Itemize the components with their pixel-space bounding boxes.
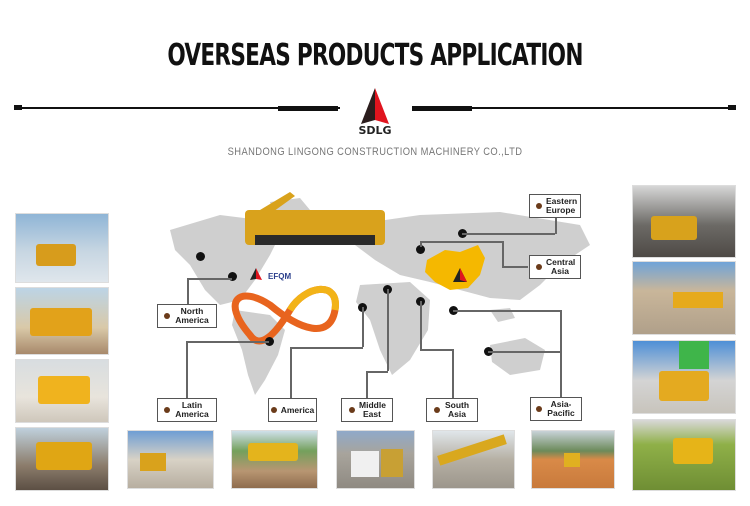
connector-ca-h1 xyxy=(420,241,502,243)
region-label: Latin America xyxy=(175,400,209,419)
divider-right xyxy=(412,107,732,109)
connector-ca-v xyxy=(502,241,504,267)
region-label: Asia-Pacific xyxy=(547,399,575,418)
company-subtitle: SHANDONG LINGONG CONSTRUCTION MACHINERY … xyxy=(227,146,523,158)
connector-am-v2 xyxy=(290,347,292,399)
region-label: Eastern Europe xyxy=(546,196,578,215)
region-asia-pacific[interactable]: Asia-Pacific xyxy=(530,397,582,421)
region-label: North America xyxy=(175,306,209,325)
svg-text:EFQM: EFQM xyxy=(268,272,291,281)
divider-thick-left xyxy=(278,106,338,111)
connector-na-h xyxy=(187,278,232,280)
region-label: South Asia xyxy=(444,400,470,419)
photo-bottom-5 xyxy=(531,430,615,489)
photo-right-3 xyxy=(632,340,736,414)
pin-central-asia xyxy=(416,245,425,254)
connector-la-h xyxy=(186,341,269,343)
region-middle-east[interactable]: Middle East xyxy=(341,398,393,422)
photo-bottom-3 xyxy=(336,430,415,489)
bullet-icon xyxy=(536,203,542,209)
pin-latin-america xyxy=(265,337,274,346)
region-latin-america[interactable]: Latin America xyxy=(157,398,217,422)
region-label: Middle East xyxy=(359,400,386,419)
divider-left xyxy=(20,107,340,109)
region-eastern-europe[interactable]: Eastern Europe xyxy=(529,194,581,218)
region-central-asia[interactable]: Central Asia xyxy=(529,255,581,279)
pin-north-america-1 xyxy=(196,252,205,261)
photo-left-2 xyxy=(15,287,109,355)
connector-sa-v2 xyxy=(452,349,454,399)
connector-me-h xyxy=(366,371,388,373)
bullet-icon xyxy=(536,406,542,412)
photo-right-4 xyxy=(632,419,736,491)
pin-north-america-2 xyxy=(228,272,237,281)
connector-me-v2 xyxy=(366,371,368,399)
connector-sa-h xyxy=(420,349,452,351)
region-north-america[interactable]: North America xyxy=(157,304,217,328)
photo-right-2 xyxy=(632,261,736,335)
page-title: OVERSEAS PRODUCTS APPLICATION xyxy=(167,38,583,73)
connector-ap-h1 xyxy=(453,310,560,312)
divider-cap-right xyxy=(728,105,736,110)
photo-bottom-1 xyxy=(127,430,214,489)
bullet-icon xyxy=(164,313,170,319)
region-south-asia[interactable]: South Asia xyxy=(426,398,478,422)
sdlg-triangle-icon: SDLG xyxy=(358,88,392,137)
connector-am-v1 xyxy=(362,307,364,347)
connector-me-v1 xyxy=(387,289,389,371)
photo-left-1 xyxy=(15,213,109,283)
divider-cap-left xyxy=(14,105,22,110)
world-map: EFQM xyxy=(170,192,590,395)
connector-la-v xyxy=(186,341,188,399)
connector-ee-h xyxy=(462,233,555,235)
region-label: America xyxy=(280,404,315,415)
connector-ap-v xyxy=(560,310,562,398)
photo-bottom-4 xyxy=(432,430,515,489)
photo-left-4 xyxy=(15,427,109,491)
photo-left-3 xyxy=(15,359,109,423)
region-america[interactable]: America xyxy=(268,398,317,422)
region-label: Central Asia xyxy=(546,257,576,276)
connector-ee-v xyxy=(555,218,557,234)
bullet-icon xyxy=(536,264,542,270)
connector-ap-h2 xyxy=(488,351,560,353)
sdlg-logo: SDLG xyxy=(350,86,400,137)
bullet-icon xyxy=(164,407,170,413)
photo-bottom-2 xyxy=(231,430,318,489)
bullet-icon xyxy=(434,407,440,413)
connector-ca-v0 xyxy=(420,241,422,247)
connector-sa-v1 xyxy=(420,301,422,349)
connector-ca-h2 xyxy=(502,266,528,268)
bullet-icon xyxy=(349,407,355,413)
photo-right-1 xyxy=(632,185,736,258)
connector-na-v xyxy=(187,278,189,308)
svg-text:SDLG: SDLG xyxy=(358,124,391,136)
connector-am-h xyxy=(290,347,363,349)
bullet-icon xyxy=(270,407,277,413)
